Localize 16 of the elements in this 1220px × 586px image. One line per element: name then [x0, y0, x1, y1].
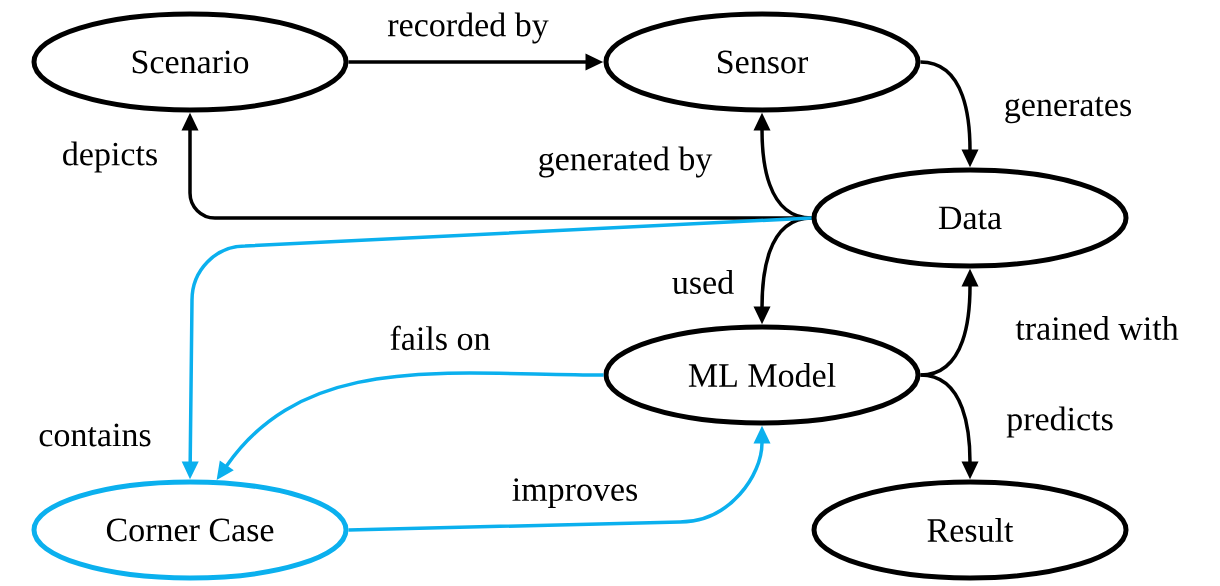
ellipse-node: Scenario — [31, 11, 349, 113]
ellipse-node: ML Model — [603, 324, 921, 426]
edge-label: predicts — [1005, 405, 1115, 439]
edge-label: recorded by — [386, 11, 550, 45]
edge-label: fails on — [388, 324, 492, 352]
ellipse-node: Result — [811, 479, 1129, 581]
edge-label: improves — [510, 477, 640, 509]
edge-label: generates — [1002, 95, 1134, 125]
edge-label: used — [670, 269, 736, 295]
ellipse-node: Corner Case — [31, 479, 349, 581]
edge-label: depicts — [60, 140, 160, 174]
edge-label: contains — [37, 422, 153, 448]
ellipse-node: Sensor — [603, 11, 921, 113]
ellipse-node: Data — [811, 167, 1129, 269]
edge-label: generated by — [536, 145, 714, 179]
edge-label: trained with — [1014, 315, 1180, 341]
